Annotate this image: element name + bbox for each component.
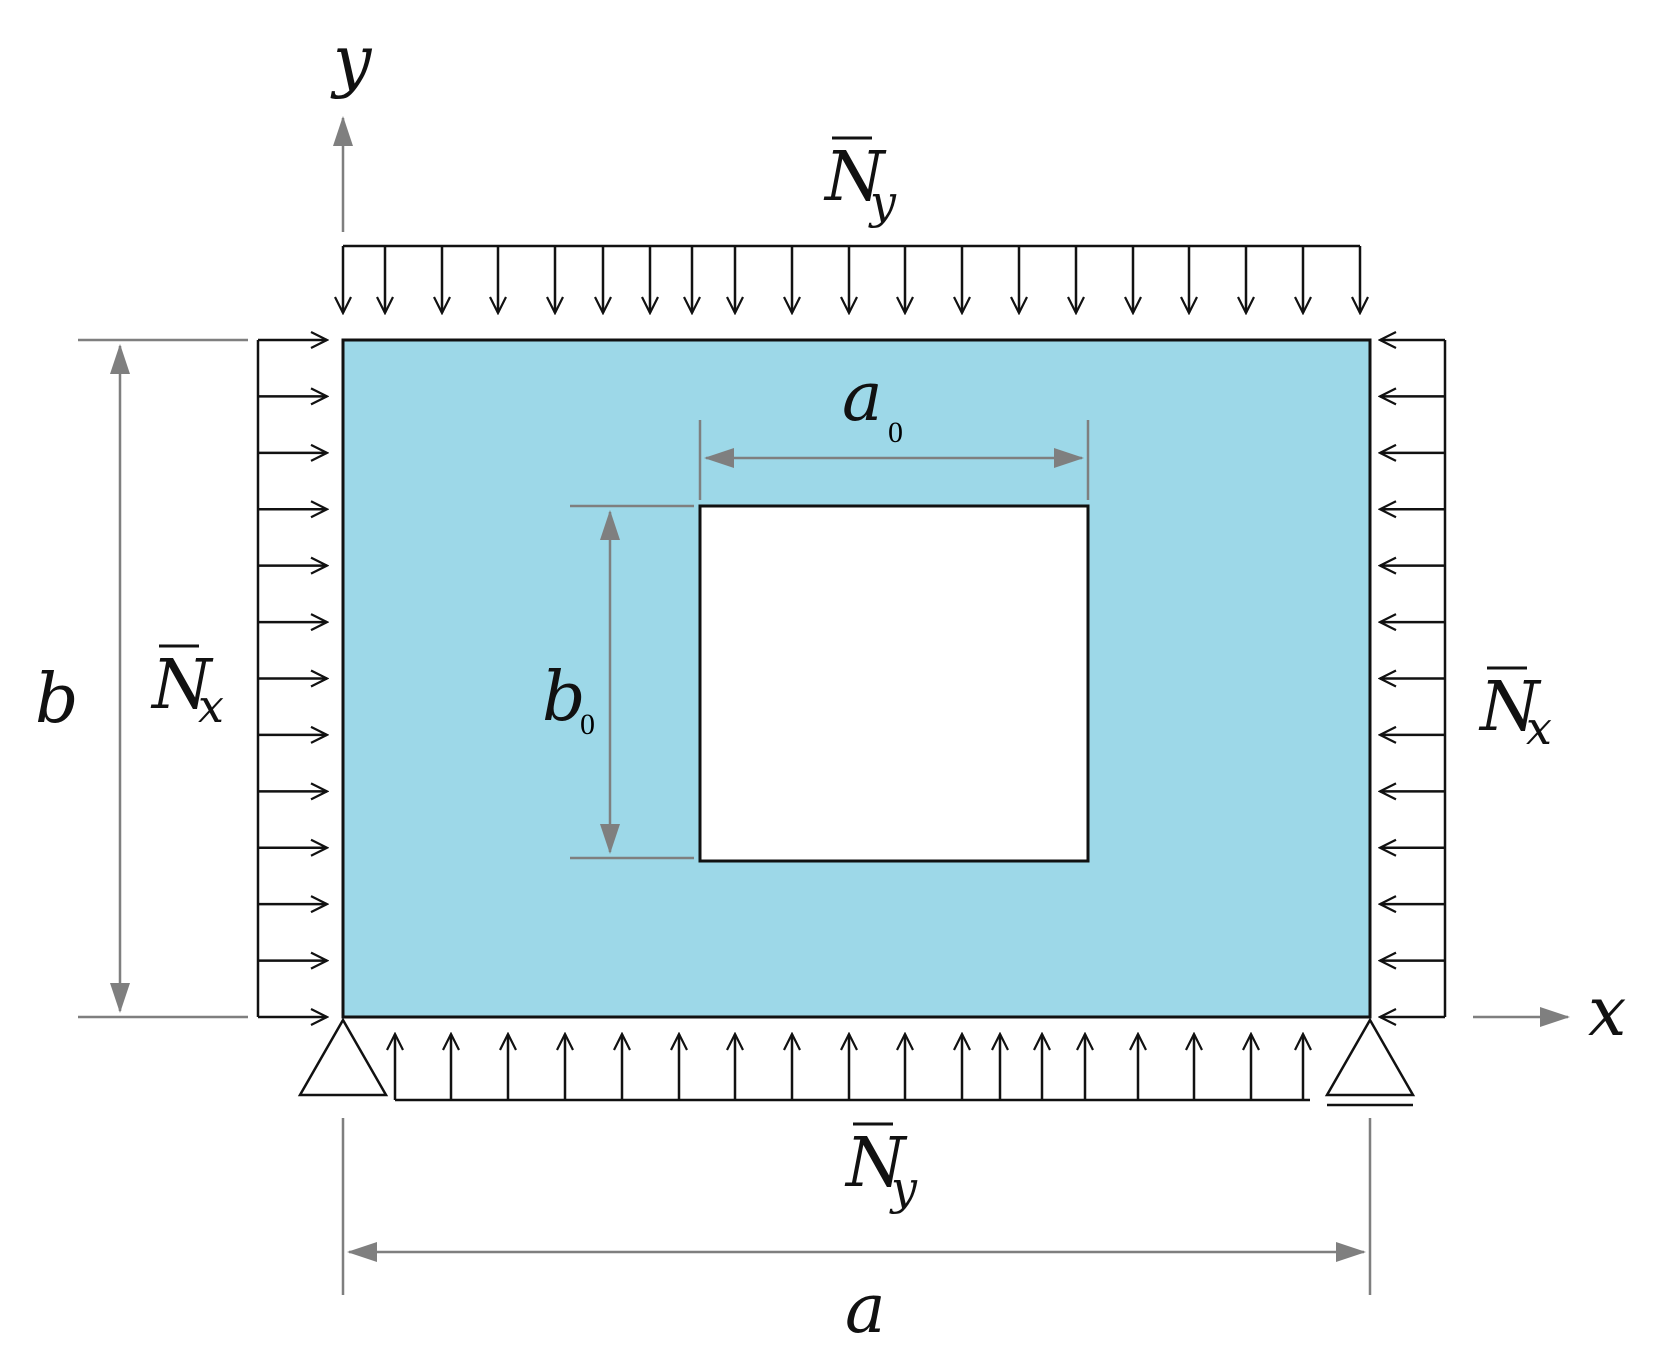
load-top-sub: y	[868, 175, 897, 229]
load-top-main: N	[823, 138, 887, 217]
hole-width-sub: 0	[888, 416, 903, 449]
label-plate-height: b	[35, 660, 79, 739]
support-right	[1324, 1017, 1416, 1097]
label-load-top: N y	[823, 136, 897, 229]
load-right-sub: x	[1526, 701, 1552, 755]
load-left-arrows	[256, 340, 327, 1017]
load-bottom-main: N	[844, 1124, 908, 1203]
hole	[698, 504, 1090, 863]
load-left-main: N	[150, 646, 214, 725]
hole-height-main: b	[542, 658, 586, 737]
load-top-arrows	[343, 244, 1360, 313]
hole-height-sub: 0	[580, 708, 595, 741]
label-load-bottom: N y	[844, 1122, 918, 1215]
label-plate-width: a	[845, 1270, 886, 1349]
support-left	[297, 1017, 389, 1097]
label-hole-height: b 0	[542, 658, 595, 741]
label-load-right: N x	[1478, 666, 1552, 755]
load-right-main: N	[1478, 668, 1542, 747]
label-hole-width: a 0	[842, 358, 903, 449]
load-right-arrows	[1380, 340, 1447, 1017]
load-bottom-arrows	[395, 1034, 1310, 1102]
x-axis-label: x	[1588, 973, 1626, 1052]
label-load-left: N x	[150, 644, 224, 733]
load-left-sub: x	[198, 679, 224, 733]
load-bottom-sub: y	[889, 1161, 918, 1215]
y-axis-label: y	[330, 22, 373, 101]
hole-width-main: a	[842, 358, 883, 437]
